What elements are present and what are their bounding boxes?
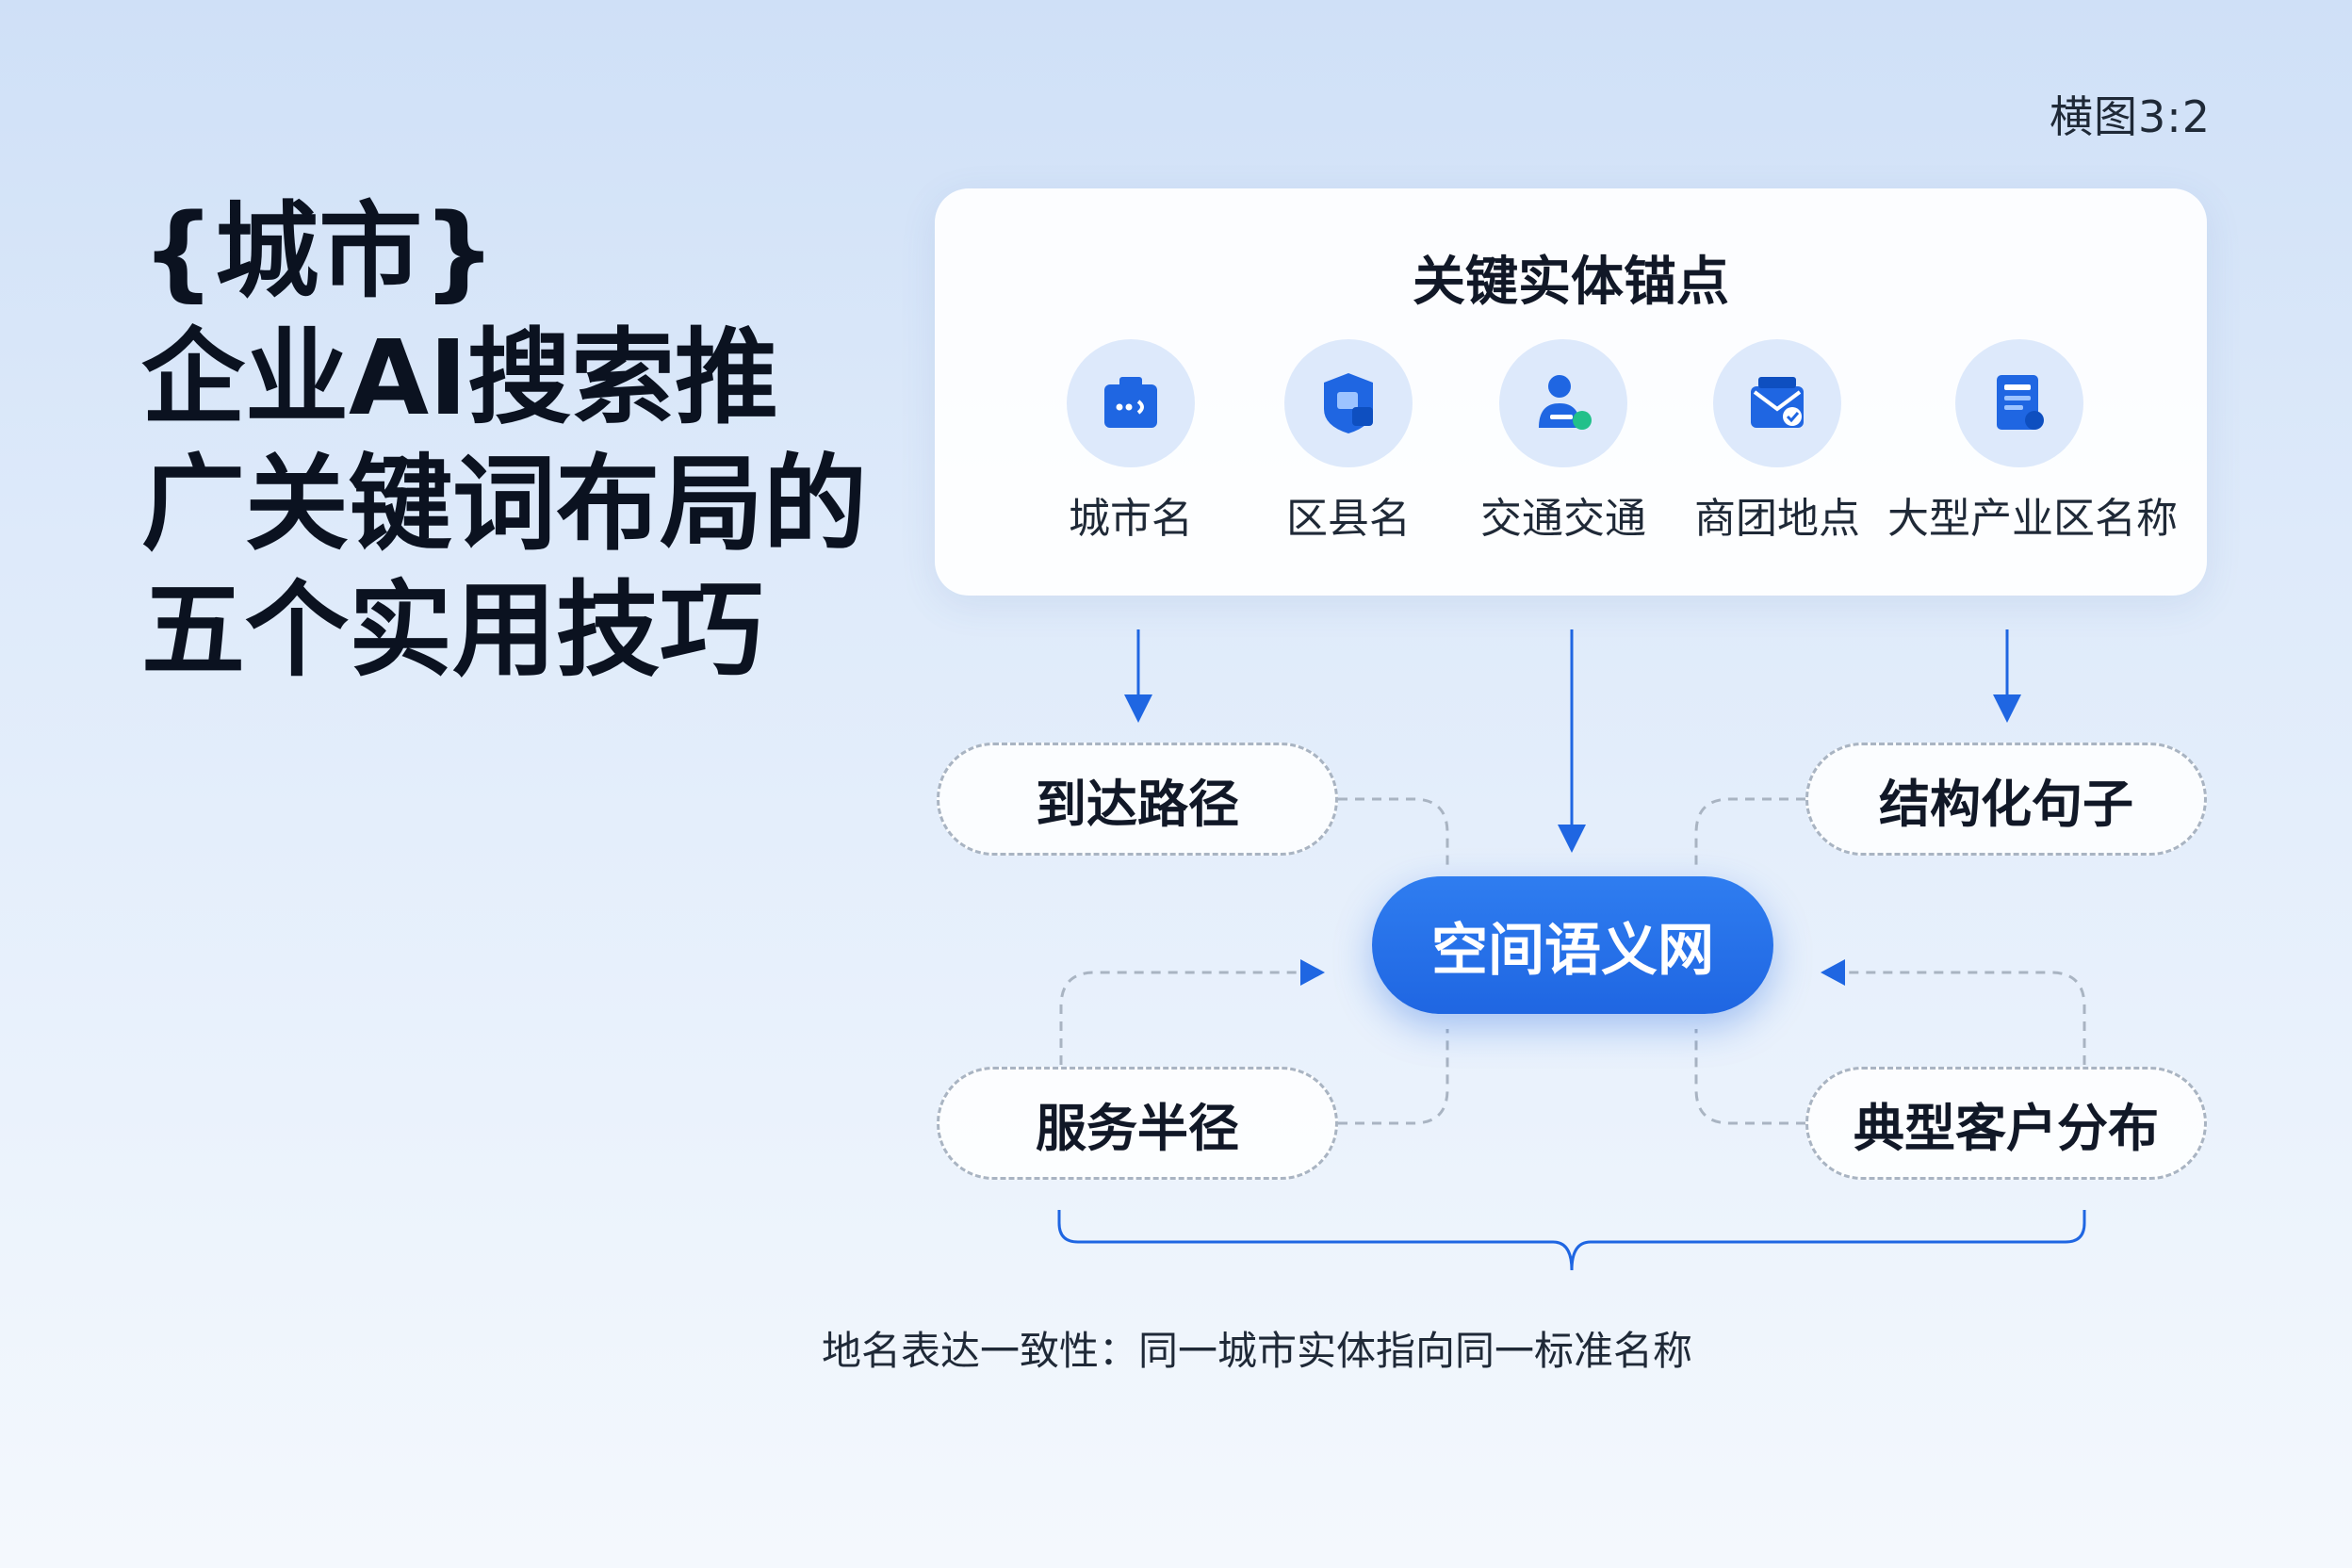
entity-business-site: 商团地点 xyxy=(1645,339,1909,545)
node-structured-sentence: 结构化句子 xyxy=(1805,743,2207,856)
connector-top-left xyxy=(1338,797,1449,865)
arrowhead-right xyxy=(1821,959,1845,986)
arrowhead-left xyxy=(1300,959,1325,986)
title-line-2: 企业AI搜索推 xyxy=(141,318,779,438)
connector-top-right xyxy=(1694,797,1805,865)
anchor-panel-title: 关键实体锚点 xyxy=(1413,252,1729,313)
entity-industrial-zone: 大型产业区名称 xyxy=(1887,339,2178,545)
aspect-ratio-label: 横图3:2 xyxy=(2049,91,2211,142)
entity-label: 大型产业区名称 xyxy=(1887,495,2178,543)
briefcase-icon xyxy=(1067,339,1195,467)
title-line-3: 广关键词布局的 xyxy=(141,444,867,564)
entity-city: 城市名 xyxy=(999,339,1263,545)
title-line-4: 五个实用技巧 xyxy=(141,570,763,691)
connector-bottom-left xyxy=(1338,1029,1449,1125)
mail-check-icon xyxy=(1713,339,1841,467)
entity-label: 城市名 xyxy=(1069,495,1193,543)
footer-note: 地名表达一致性：同一城市实体指向同一标准名称 xyxy=(821,1328,1692,1374)
entity-district: 区县名 xyxy=(1217,339,1480,545)
connector-bottom-right-arrow xyxy=(1830,971,2086,1065)
entity-transit: 交通交通 xyxy=(1431,339,1695,545)
hub-spatial-semantic-network: 空间语义网 xyxy=(1372,876,1773,1014)
entity-label: 商团地点 xyxy=(1694,495,1860,543)
title-line-1: {城市} xyxy=(141,191,497,312)
page-title: {城市} 企业AI搜索推 广关键词布局的 五个实用技巧 xyxy=(141,188,867,694)
entity-label: 区县名 xyxy=(1286,495,1411,543)
document-check-icon xyxy=(1955,339,2083,467)
connector-bottom-left-arrow xyxy=(1059,971,1315,1065)
node-arrival-path: 到达路径 xyxy=(937,743,1338,856)
node-service-radius: 服务半径 xyxy=(937,1067,1338,1180)
connector-bottom-right xyxy=(1694,1029,1805,1125)
person-transit-icon xyxy=(1499,339,1627,467)
anchor-panel: 关键实体锚点 城市名 区县名 xyxy=(935,188,2207,596)
entity-label: 交通交通 xyxy=(1480,495,1646,543)
node-customer-distribution: 典型客户分布 xyxy=(1805,1067,2207,1180)
bottom-brace xyxy=(1057,1210,2086,1271)
shield-badge-icon xyxy=(1284,339,1413,467)
